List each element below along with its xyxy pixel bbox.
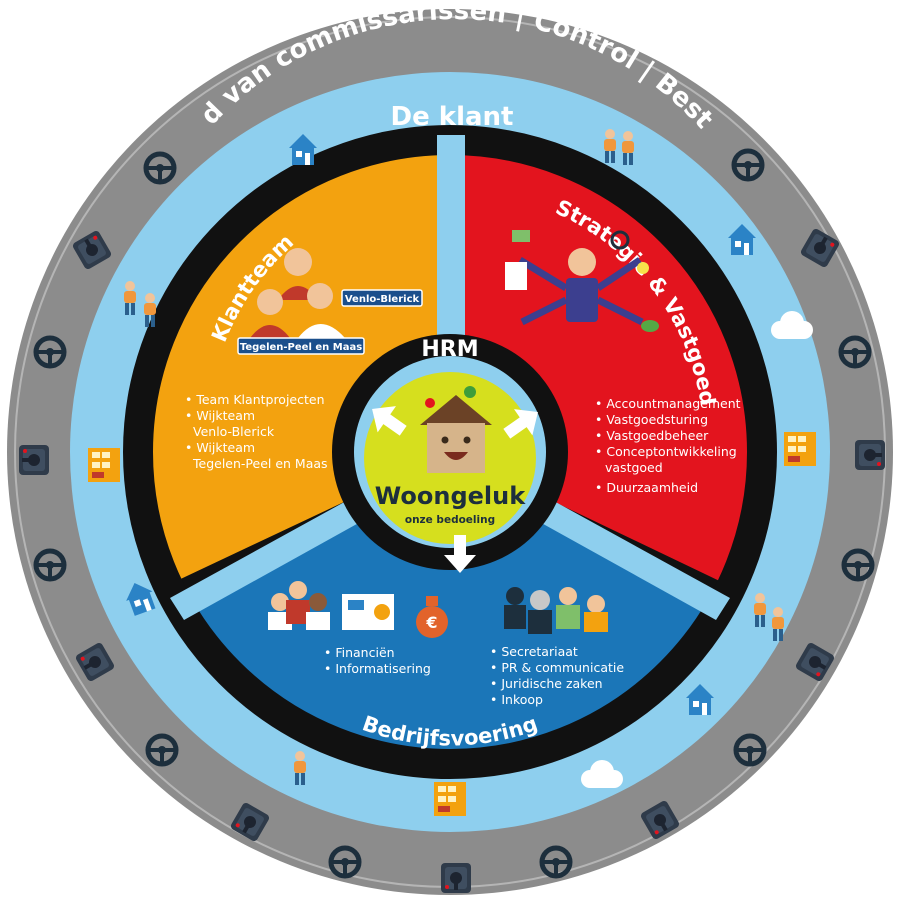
- badge-tegelen-label: Tegelen-Peel en Maas: [240, 342, 362, 353]
- house-mascot-icon: [420, 386, 492, 473]
- list-item: Tegelen-Peel en Maas: [192, 456, 328, 471]
- gap-left: [170, 478, 400, 620]
- list-item: • Wijkteam: [185, 408, 255, 423]
- svg-text:€: €: [425, 613, 437, 632]
- list-item: • Duurzaamheid: [595, 480, 698, 495]
- bedrijfsvoering-list-left: • Financiën • Informatisering: [324, 645, 431, 676]
- list-item: • Accountmanagement: [595, 396, 741, 411]
- list-item: vastgoed: [605, 460, 663, 475]
- list-item: Venlo-Blerick: [193, 424, 275, 439]
- bedrijfsvoering-list-right: • Secretariaat • PR & communicatie • Jur…: [490, 644, 624, 707]
- klantteam-people-icon: [250, 248, 345, 338]
- hrm-label: HRM: [421, 337, 478, 362]
- list-item: • Inkoop: [490, 692, 543, 707]
- list-item: • Juridische zaken: [490, 676, 603, 691]
- gap-right: [500, 478, 730, 620]
- list-item: • Financiën: [324, 645, 395, 660]
- support-team-icon: [504, 587, 608, 634]
- list-item: • Conceptontwikkeling: [595, 444, 737, 459]
- joystick-icon: [855, 440, 885, 470]
- klantteam-list: • Team Klantprojecten • Wijkteam Venlo-B…: [185, 392, 328, 471]
- list-item: • Vastgoedbeheer: [595, 428, 709, 443]
- center-title: Woongeluk: [375, 482, 526, 510]
- badge-venlo-blerick: [341, 289, 423, 307]
- center-subtitle: onze bedoeling: [405, 514, 495, 526]
- apartment-icon: [434, 782, 466, 816]
- list-item: • Wijkteam: [185, 440, 255, 455]
- list-item: • Vastgoedsturing: [595, 412, 708, 427]
- list-item: • Informatisering: [324, 661, 431, 676]
- multitasking-manager-icon: [505, 230, 659, 332]
- apartment-icon: [784, 432, 816, 466]
- badge-tegelen: [237, 337, 365, 355]
- euro-bag-icon: €: [416, 596, 448, 638]
- list-item: • PR & communicatie: [490, 660, 624, 675]
- strategie-list: • Accountmanagement • Vastgoedsturing • …: [595, 396, 741, 495]
- apartment-icon: [88, 448, 120, 482]
- dashboard-icon: [342, 594, 394, 630]
- list-item: • Secretariaat: [490, 644, 578, 659]
- gap-top: [437, 135, 465, 365]
- badge-venlo-blerick-label: Venlo-Blerick: [345, 294, 420, 305]
- finance-team-icon: [268, 581, 330, 630]
- joystick-icon: [19, 445, 49, 475]
- list-item: • Team Klantprojecten: [185, 392, 325, 407]
- joystick-icon: [441, 863, 471, 893]
